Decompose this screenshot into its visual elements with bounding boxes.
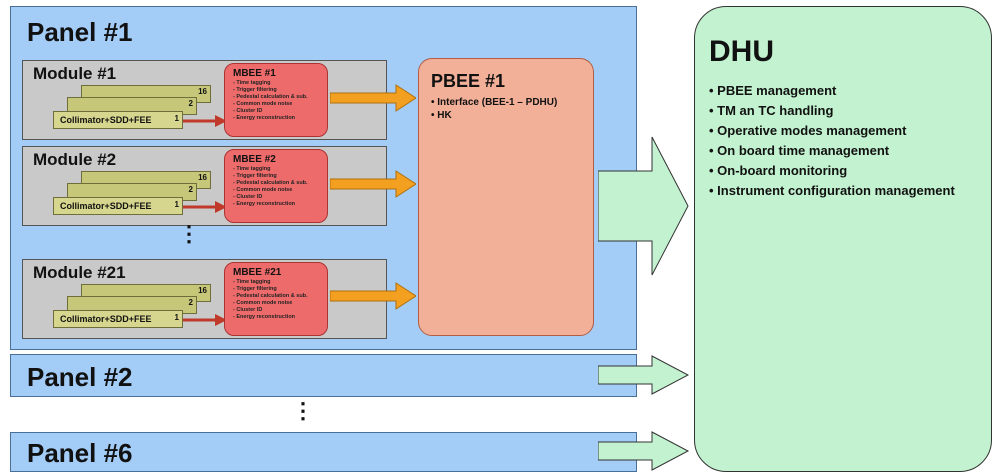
card-mid-number: 2 <box>188 99 193 108</box>
red-arrow <box>183 201 227 213</box>
orange-arrow <box>330 170 416 198</box>
mbee-item: - Time tagging <box>233 166 271 172</box>
mbee-item: - Energy reconstruction <box>233 201 296 207</box>
dhu-box: DHU • PBEE management • TM an TC handlin… <box>694 6 992 472</box>
panel-1-title: Panel #1 <box>27 17 133 47</box>
green-arrow-panel-2 <box>598 355 690 395</box>
mbee-21: MBEE #21 - Time tagging - Trigger filter… <box>224 262 328 336</box>
mbee-1-title: MBEE #1 <box>233 68 276 79</box>
green-arrow-panel-6 <box>598 431 690 471</box>
card-front-number: 1 <box>174 114 179 123</box>
mbee-item: - Trigger filtering <box>233 87 277 93</box>
dhu-item: • PBEE management <box>709 83 837 98</box>
mbee-item: - Energy reconstruction <box>233 314 296 320</box>
module-2-title: Module #2 <box>33 150 117 169</box>
mbee-item: - Common mode noise <box>233 187 293 193</box>
card-front: Collimator+SDD+FEE 1 <box>53 197 183 215</box>
mbee-21-title: MBEE #21 <box>233 267 282 278</box>
mbee-item: - Trigger filtering <box>233 173 277 179</box>
mbee-item: - Common mode noise <box>233 300 293 306</box>
mbee-item: - Cluster ID <box>233 108 263 114</box>
module-ellipsis: ⋮ <box>178 221 200 246</box>
mbee-2-title: MBEE #2 <box>233 154 276 165</box>
dhu-item: • Instrument configuration management <box>709 183 955 198</box>
card-label: Collimator+SDD+FEE <box>60 201 152 211</box>
dhu-title: DHU <box>709 35 774 68</box>
module-1-title: Module #1 <box>33 64 117 83</box>
card-front: Collimator+SDD+FEE 1 <box>53 111 183 129</box>
mbee-item: - Pedestal calculation & sub. <box>233 180 308 186</box>
mbee-item: - Pedestal calculation & sub. <box>233 94 308 100</box>
mbee-item: - Cluster ID <box>233 307 263 313</box>
card-back-number: 16 <box>198 286 207 295</box>
module-21-title: Module #21 <box>33 263 126 282</box>
orange-arrow <box>330 282 416 310</box>
mbee-item: - Time tagging <box>233 279 271 285</box>
panel-ellipsis: ⋮ <box>292 398 314 423</box>
dhu-item: • On board time management <box>709 143 890 158</box>
card-back-number: 16 <box>198 87 207 96</box>
mbee-1: MBEE #1 - Time tagging - Trigger filteri… <box>224 63 328 137</box>
red-arrow <box>183 115 227 127</box>
mbee-item: - Cluster ID <box>233 194 263 200</box>
pbee-1-title: PBEE #1 <box>431 71 506 91</box>
card-front-number: 1 <box>174 200 179 209</box>
card-mid-number: 2 <box>188 298 193 307</box>
panel-2: Panel #2 <box>10 354 637 397</box>
card-mid-number: 2 <box>188 185 193 194</box>
dhu-item: • On-board monitoring <box>709 163 848 178</box>
mbee-2-list: - Time tagging - Trigger filtering - Ped… <box>233 166 319 208</box>
panel-6: Panel #6 <box>10 432 637 472</box>
card-front-number: 1 <box>174 313 179 322</box>
card-label: Collimator+SDD+FEE <box>60 314 152 324</box>
dhu-item: • TM an TC handling <box>709 103 834 118</box>
green-arrow-panel-1 <box>598 136 689 276</box>
card-label: Collimator+SDD+FEE <box>60 115 152 125</box>
pbee-1: PBEE #1 • Interface (BEE-1 – PDHU) • HK <box>418 58 594 336</box>
pbee-item: • Interface (BEE-1 – PDHU) <box>431 97 558 108</box>
panel-2-title: Panel #2 <box>27 362 133 392</box>
mbee-item: - Time tagging <box>233 80 271 86</box>
pbee-item: • HK <box>431 110 452 121</box>
dhu-item: • Operative modes management <box>709 123 907 138</box>
dhu-list: • PBEE management • TM an TC handling • … <box>709 81 977 201</box>
mbee-21-list: - Time tagging - Trigger filtering - Ped… <box>233 279 319 321</box>
red-arrow <box>183 314 227 326</box>
card-back-number: 16 <box>198 173 207 182</box>
mbee-1-list: - Time tagging - Trigger filtering - Ped… <box>233 80 319 122</box>
mbee-item: - Pedestal calculation & sub. <box>233 293 308 299</box>
mbee-item: - Common mode noise <box>233 101 293 107</box>
mbee-2: MBEE #2 - Time tagging - Trigger filteri… <box>224 149 328 223</box>
card-front: Collimator+SDD+FEE 1 <box>53 310 183 328</box>
mbee-item: - Energy reconstruction <box>233 115 296 121</box>
orange-arrow <box>330 84 416 112</box>
panel-6-title: Panel #6 <box>27 438 133 468</box>
mbee-item: - Trigger filtering <box>233 286 277 292</box>
pbee-1-list: • Interface (BEE-1 – PDHU) • HK <box>431 96 581 122</box>
